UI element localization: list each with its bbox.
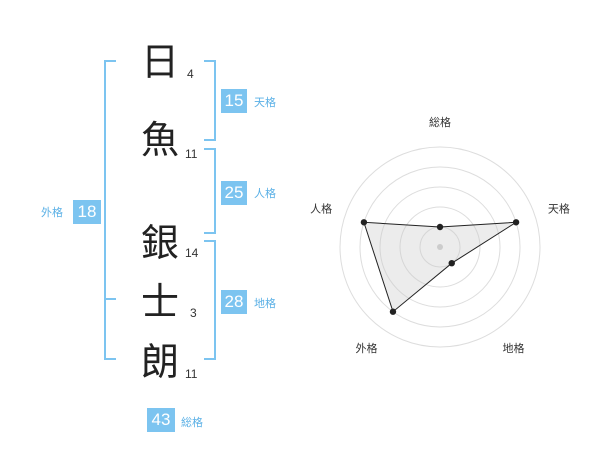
stroke-count-4: 3 (190, 306, 197, 320)
soukaku-value: 43 (147, 408, 175, 432)
radar-axis-label-1: 総格 (429, 115, 451, 129)
radar-ring-3 (379, 186, 501, 308)
radar-axis-label-4: 外格 (356, 341, 378, 355)
stroke-count-2: 11 (185, 147, 198, 161)
stroke-count-5: 11 (185, 367, 198, 381)
gaikaku-bracket (104, 60, 116, 360)
name-char-5: 朗 (140, 340, 179, 384)
radar-axis-label-5: 人格 (310, 201, 332, 215)
chikaku-bracket (204, 240, 216, 360)
tenkaku-bracket (204, 60, 216, 141)
radar-axis-label-2: 天格 (548, 201, 570, 215)
tenkaku-label: 天格 (254, 96, 276, 109)
radar-center (437, 244, 443, 250)
chikaku-label: 地格 (254, 297, 276, 310)
name-char-3: 銀 (140, 221, 179, 265)
soukaku-label: 総格 (181, 416, 203, 429)
radar-ring-5 (339, 146, 541, 348)
chikaku-value: 28 (221, 290, 247, 314)
radar-point-2 (512, 219, 520, 226)
gaikaku-divider-tick (104, 298, 116, 300)
radar-point-3 (448, 259, 455, 267)
name-char-4: 士 (140, 280, 179, 324)
gaikaku-label: 外格 (41, 206, 63, 219)
jinkaku-bracket (204, 148, 216, 234)
radar-point-4 (389, 308, 397, 315)
radar-point-1 (436, 223, 444, 231)
radar-ring-2 (399, 206, 481, 288)
stroke-count-3: 14 (185, 246, 199, 260)
name-char-1: 日 (140, 40, 179, 84)
tenkaku-value: 15 (221, 89, 247, 113)
radar-area (363, 221, 517, 313)
stroke-count-1: 4 (187, 67, 194, 81)
jinkaku-value: 25 (221, 181, 247, 205)
radar-ring-4 (359, 166, 521, 328)
radar-point-5 (360, 219, 368, 226)
jinkaku-label: 人格 (254, 187, 276, 200)
name-char-2: 魚 (140, 118, 179, 162)
gaikaku-value: 18 (73, 200, 101, 224)
radar-axis-label-3: 地格 (502, 341, 524, 355)
